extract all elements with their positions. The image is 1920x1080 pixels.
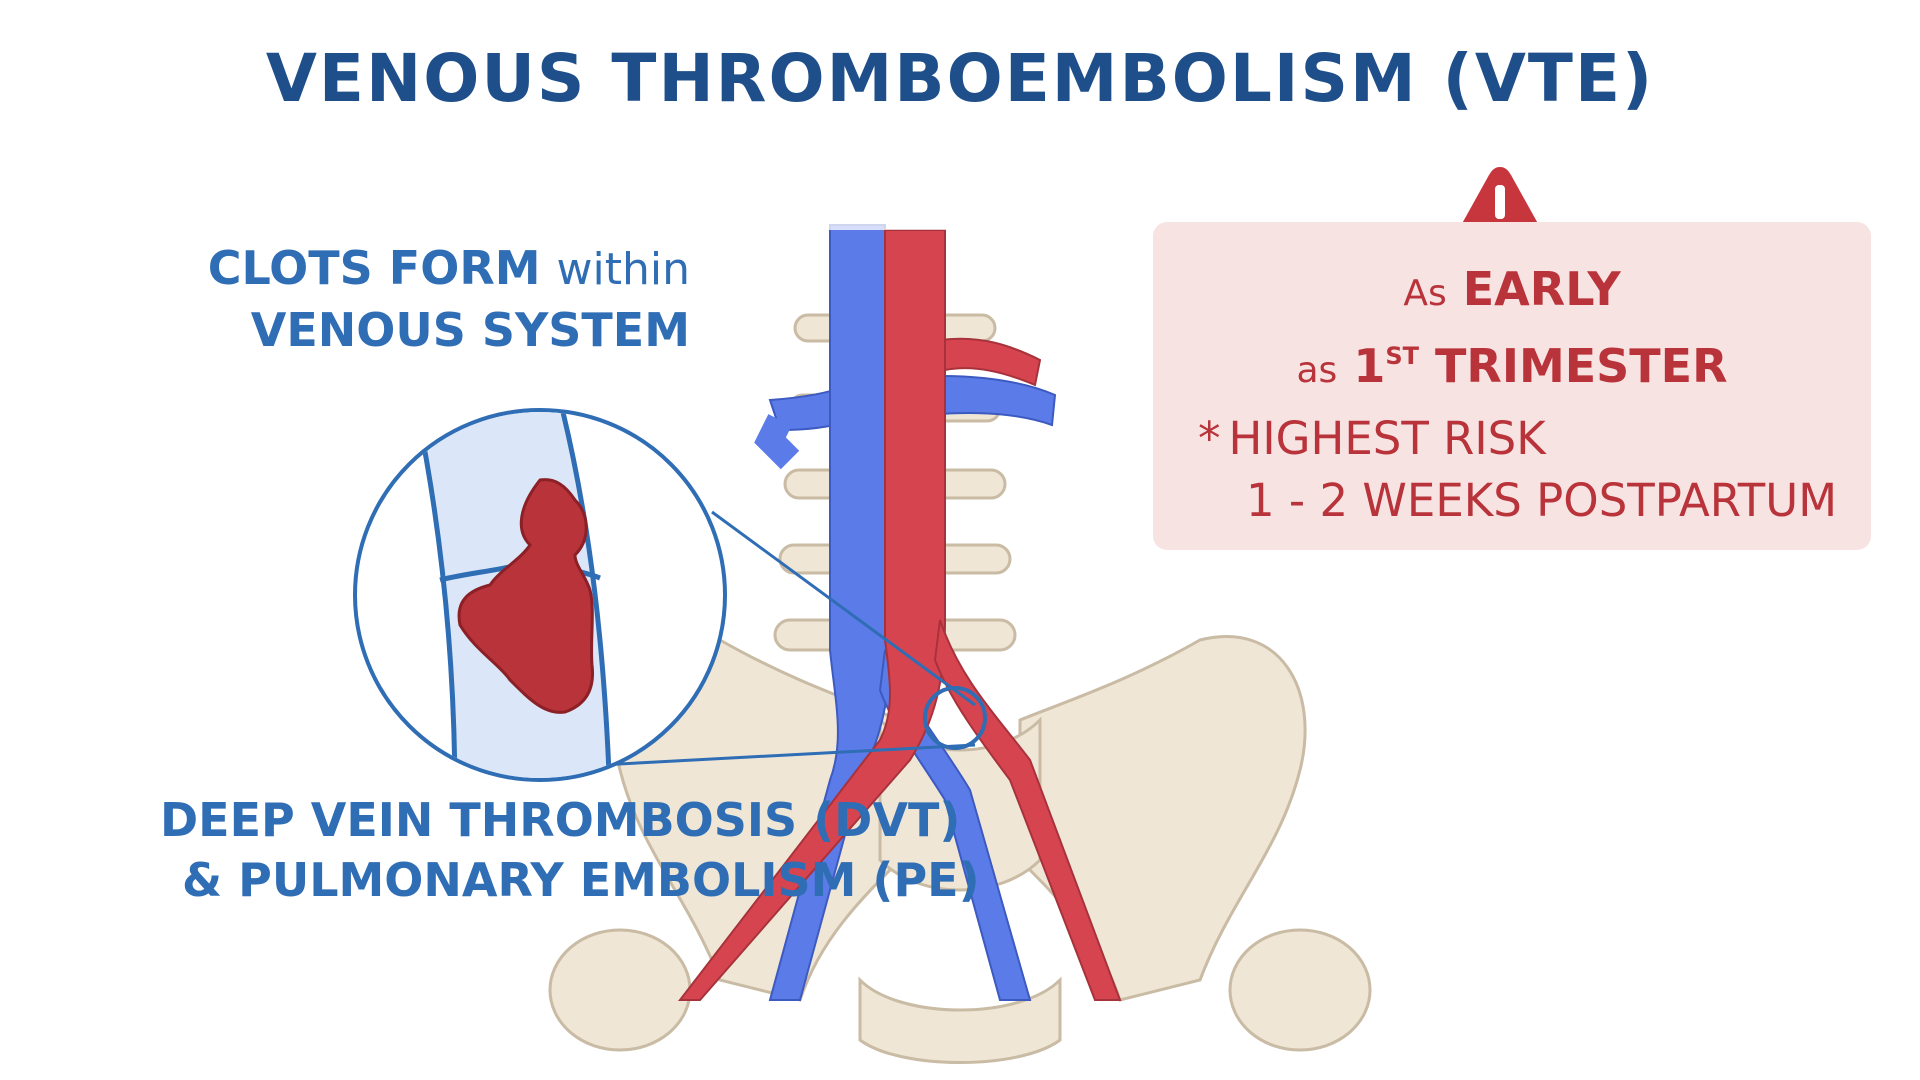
- clots-label: CLOTS FORM within VENOUS SYSTEM: [200, 238, 690, 360]
- zoom-pointer-lines: [599, 510, 976, 767]
- warning-early: EARLY: [1462, 262, 1621, 316]
- clots-label-caps: CLOTS FORM: [207, 241, 541, 295]
- asterisk-icon: *: [1198, 412, 1221, 465]
- zoom-target-circle: [923, 686, 987, 750]
- highest-risk-text: HIGHEST RISK: [1228, 412, 1546, 465]
- warning-as: As: [1403, 273, 1447, 314]
- dvt-label-line1: DEEP VEIN THROMBOSIS (DVT): [160, 793, 961, 847]
- warning-num: 1: [1353, 339, 1386, 393]
- warning-box: [1153, 222, 1871, 550]
- postpartum-text: 1 - 2 WEEKS POSTPARTUM: [1246, 474, 1838, 527]
- pelvis-bone: [548, 635, 1372, 1064]
- blood-clot: [457, 478, 595, 714]
- warning-sup: ST: [1385, 342, 1420, 370]
- dvt-label-line2: & PULMONARY EMBOLISM (PE): [182, 853, 980, 907]
- page-title: VENOUS THROMBOEMBOLISM (VTE): [265, 40, 1655, 117]
- zoom-circle: [353, 408, 727, 782]
- clots-label-line2: VENOUS SYSTEM: [250, 303, 690, 357]
- vessel-fade-top: [820, 195, 960, 230]
- clots-label-lower: within: [556, 244, 690, 295]
- right-iliac-artery: [933, 619, 1122, 1001]
- warning-timing: As EARLY as 1ST TRIMESTER: [1153, 258, 1871, 402]
- dvt-label: DEEP VEIN THROMBOSIS (DVT) & PULMONARY E…: [160, 790, 980, 910]
- warning-note: *HIGHEST RISK 1 - 2 WEEKS POSTPARTUM: [1198, 408, 1858, 532]
- warning-as-lower: as: [1296, 350, 1338, 391]
- warning-trimester: TRIMESTER: [1435, 339, 1728, 393]
